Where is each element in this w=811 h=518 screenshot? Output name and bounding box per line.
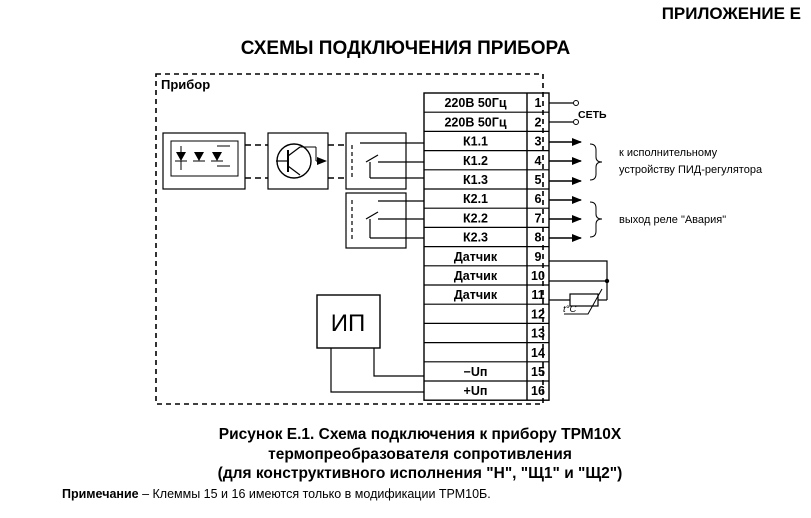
terminal-number: 12 xyxy=(531,307,545,321)
mains-label: СЕТЬ xyxy=(578,109,607,121)
power-supply-block: ИП xyxy=(316,294,424,393)
optocoupler-block xyxy=(162,132,246,190)
terminal-label: Датчик xyxy=(454,288,498,302)
terminal-number: 6 xyxy=(535,192,542,206)
appendix-label: ПРИЛОЖЕНИЕ Е xyxy=(661,4,801,23)
terminal-label: К2.2 xyxy=(463,211,488,225)
terminal-label: 220В 50Гц xyxy=(444,115,506,129)
sensor-wiring: t°C xyxy=(549,260,610,315)
output-arrows: к исполнительному устройству ПИД-регулят… xyxy=(549,138,763,242)
terminal-label: −Uп xyxy=(464,365,488,379)
terminal-label: Датчик xyxy=(454,269,498,283)
device-label: Прибор xyxy=(161,77,210,92)
alarm-label: выход реле "Авария" xyxy=(619,214,726,226)
terminal-label: Датчик xyxy=(454,250,498,264)
terminal-label: К2.1 xyxy=(463,192,488,206)
terminal-label: +Uп xyxy=(464,384,488,398)
terminal-label: 220В 50Гц xyxy=(444,96,506,110)
terminal-number: 8 xyxy=(535,231,542,245)
terminal-number: 5 xyxy=(535,173,542,187)
sensor-label: t°C xyxy=(563,304,576,315)
caption-line3: (для конструктивного исполнения "Н", "Щ1… xyxy=(217,465,623,482)
note-label: Примечание xyxy=(62,487,139,501)
terminal-number: 3 xyxy=(535,135,542,149)
footnote: Примечание – Клеммы 15 и 16 имеются толь… xyxy=(62,487,491,501)
terminal-number: 16 xyxy=(531,384,545,398)
terminal-number: 1 xyxy=(535,96,542,110)
terminal-label: К1.1 xyxy=(463,135,488,149)
terminal-block: 220В 50Гц 1 220В 50Гц 2К1.1 3К1.2 4К1.3 5К2.1 6… xyxy=(423,92,550,401)
page-title: СХЕМЫ ПОДКЛЮЧЕНИЯ ПРИБОРА xyxy=(240,38,571,59)
terminal-label: К2.3 xyxy=(463,231,488,245)
actuator-label-line2: устройству ПИД-регулятора xyxy=(619,164,763,176)
terminal-number: 13 xyxy=(531,327,545,341)
note-text: – Клеммы 15 и 16 имеются только в модифи… xyxy=(138,487,491,501)
terminal-number: 7 xyxy=(535,211,542,225)
actuator-label-line1: к исполнительному xyxy=(619,147,718,159)
terminal-number: 15 xyxy=(531,365,545,379)
caption-line2: термопреобразователя сопротивления xyxy=(268,445,572,463)
transistor-block xyxy=(267,132,329,190)
mains-wiring: СЕТЬ xyxy=(549,100,607,125)
terminal-number: 11 xyxy=(531,288,544,302)
relay-k2 xyxy=(345,192,424,249)
terminal-number: 4 xyxy=(535,154,542,168)
figure-caption: Рисунок Е.1. Схема подключения к прибору… xyxy=(80,425,760,484)
power-supply-label: ИП xyxy=(331,310,366,337)
terminal-number: 2 xyxy=(535,115,542,129)
terminal-number: 9 xyxy=(535,250,542,264)
device-boundary xyxy=(155,73,544,405)
terminal-label: К1.2 xyxy=(463,154,488,168)
terminal-number: 14 xyxy=(531,346,545,360)
terminal-label: К1.3 xyxy=(463,173,488,187)
relay-k1 xyxy=(345,132,424,190)
terminal-number: 10 xyxy=(531,269,545,283)
caption-line1: Рисунок Е.1. Схема подключения к прибору… xyxy=(218,426,622,443)
